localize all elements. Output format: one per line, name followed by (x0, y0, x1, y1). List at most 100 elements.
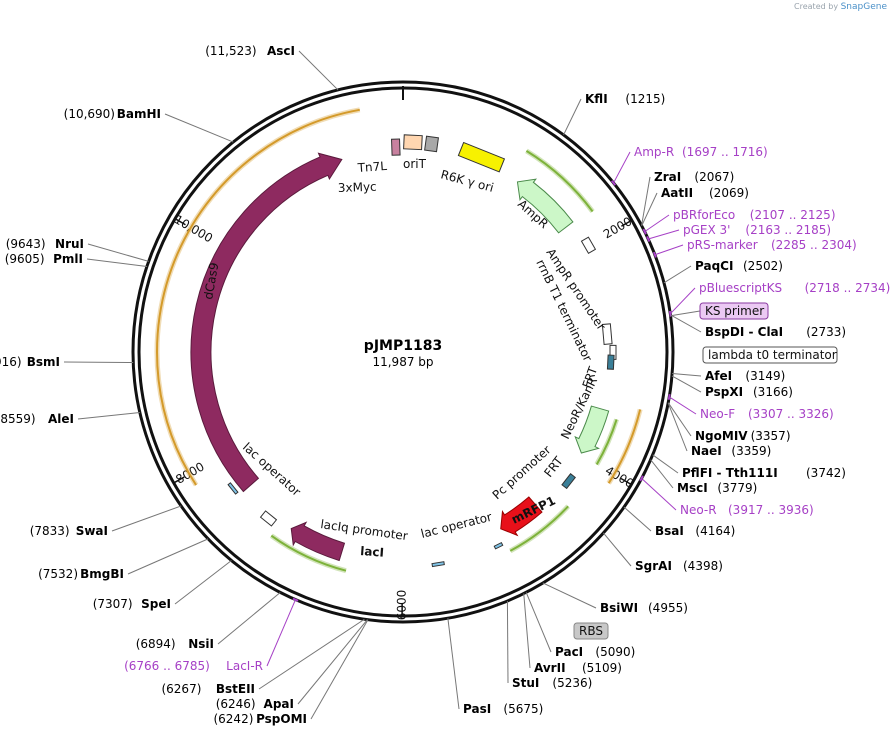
enzyme-name: StuI (512, 676, 539, 690)
enzyme-position: (7532) (38, 567, 78, 581)
primer-name: pRS-marker (687, 238, 758, 252)
enzyme-leader (641, 176, 651, 226)
ks-primer-frame (699, 302, 769, 320)
primer-mark (668, 310, 672, 317)
feature-label-rbs: RBS (579, 624, 603, 638)
primer-leader (644, 214, 670, 233)
enzyme-position: (9643) (6, 237, 46, 251)
primer-leader (670, 310, 701, 317)
primer-range: (6766 .. 6785) (124, 659, 210, 673)
snapgene-credit: Created by SnapGene (794, 2, 887, 12)
lacop-box-1 (227, 482, 239, 495)
enzyme-name: AatII (661, 186, 693, 200)
enzyme-position: (4955) (648, 601, 688, 615)
plasmid-size: 11,987 bp (372, 355, 433, 369)
tick-label: 6000 (395, 590, 409, 621)
feature-label-myc: 3xMyc (338, 180, 377, 195)
enzyme-name: BsaI (655, 524, 684, 538)
primer-mark (667, 394, 671, 400)
enzyme-leader (127, 538, 209, 575)
enzyme-position: (8916) (0, 355, 22, 369)
primer-leader (641, 478, 677, 511)
enzyme-leader (506, 600, 509, 684)
enzyme-position: (11,523) (205, 44, 256, 58)
site-labels: lambda t0 terminatorRBSKflI(1215)ZraI(20… (0, 44, 890, 726)
tn7l-box (403, 134, 423, 151)
enzyme-name: SpeI (141, 597, 171, 611)
feature-label-laci: lacI (360, 544, 385, 560)
enzyme-position: (7307) (93, 597, 133, 611)
neo-orf-arc (595, 419, 618, 465)
enzyme-name: ApaI (264, 697, 294, 711)
feature-label-tn7l: Tn7L (356, 159, 387, 175)
rrnb-box (601, 323, 613, 345)
primer-name: Neo-R (680, 503, 717, 517)
orit-box (424, 135, 439, 153)
mrfp1-arrow (500, 496, 543, 537)
enzyme-name: SwaI (76, 524, 108, 538)
primer-mark (652, 251, 657, 258)
leader-lines (63, 50, 702, 720)
enzyme-leader (86, 258, 147, 267)
enzyme-position: (6894) (136, 637, 176, 651)
enzyme-name: KflI (585, 92, 608, 106)
enzyme-name: PspXI (705, 385, 743, 399)
enzyme-leader (667, 402, 692, 437)
feature-label-lambda-frame (702, 346, 838, 364)
enzyme-position: (9605) (5, 252, 45, 266)
feature-label-r6k: R6K γ ori (439, 167, 495, 195)
dcas9-orf-arc (156, 108, 360, 486)
enzyme-position: (3357) (751, 429, 791, 443)
mrfp1-orf-arc (509, 505, 569, 552)
enzyme-position: (2502) (743, 259, 783, 273)
enzyme-position: (2067) (694, 170, 734, 184)
ampr-orf-arc (525, 149, 594, 213)
enzyme-position: (5109) (582, 661, 622, 675)
credit-brand: SnapGene (840, 2, 887, 12)
primer-range: (2163 .. 2185) (745, 223, 831, 237)
enzyme-name: SgrAI (635, 559, 672, 573)
rbs-box (493, 541, 504, 550)
enzyme-leader (111, 505, 182, 532)
feature-label-lambda: lambda t0 terminator (708, 348, 837, 362)
feature-label-lacop2: lac operator (419, 510, 493, 541)
feature-label-orit: oriT (403, 157, 427, 171)
primer-leader (668, 396, 697, 415)
primer-name: Amp-R (634, 145, 674, 159)
tick-mark (173, 476, 185, 484)
tick-label: 10,000 (172, 212, 215, 245)
enzyme-name: BamHI (117, 107, 161, 121)
orf-arcs (154, 107, 643, 574)
enzyme-position: (5090) (595, 645, 635, 659)
enzyme-name: NgoMIV (695, 429, 748, 443)
enzyme-name: NruI (55, 237, 84, 251)
enzyme-position: (8559) (0, 412, 36, 426)
enzyme-leader (77, 412, 140, 420)
enzyme-leader (641, 192, 658, 227)
enzyme-name: BstEII (216, 682, 255, 696)
primer-range: (3307 .. 3326) (748, 407, 834, 421)
backbone-outer (131, 80, 675, 624)
enzyme-leader (671, 375, 702, 393)
enzyme-name: PacI (555, 645, 583, 659)
tick-mark (174, 218, 186, 226)
primer-range: (3917 .. 3936) (728, 503, 814, 517)
primer-leader (669, 287, 696, 315)
enzyme-name: BsiWI (600, 601, 638, 615)
enzyme-name: BspDI - ClaI (705, 325, 783, 339)
primer-mark (292, 597, 299, 602)
enzyme-leader (217, 592, 281, 645)
primer-mark (610, 180, 617, 186)
enzyme-leader (650, 459, 674, 489)
primer-mark (642, 228, 647, 235)
plasmid-name: pJMP1183 (364, 338, 442, 354)
enzyme-leader (667, 402, 688, 452)
ampr-arrow (516, 178, 574, 234)
enzyme-leader (663, 265, 692, 284)
enzyme-leader (258, 618, 365, 690)
enzyme-name: BsmI (27, 355, 60, 369)
enzyme-position: (6246) (216, 697, 256, 711)
laci-arrow (290, 521, 346, 562)
enzyme-position: (3742) (806, 466, 846, 480)
feature-label-dcas9: dCas9 (201, 261, 221, 300)
